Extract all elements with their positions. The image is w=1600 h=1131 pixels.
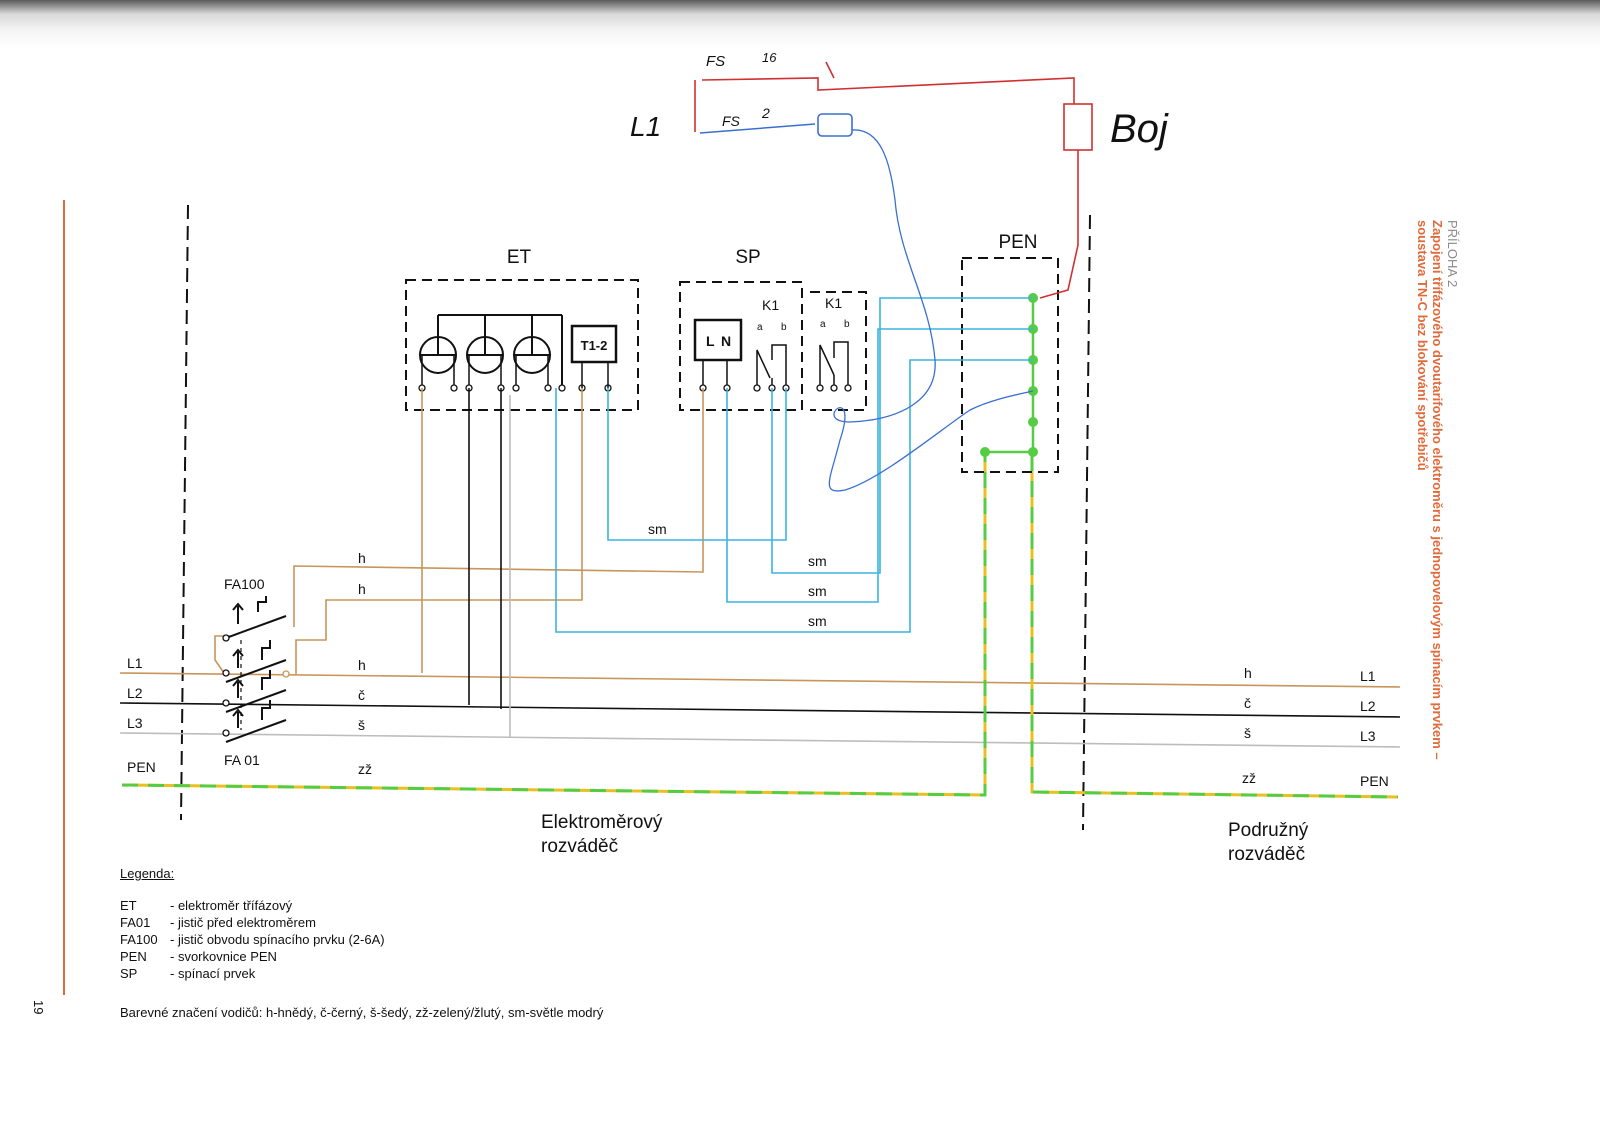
panel-divider bbox=[1082, 214, 1091, 831]
et-block bbox=[405, 279, 639, 411]
legend-item: FA01 - jistič před elektroměrem bbox=[120, 915, 316, 930]
handwritten-boiler: Boj bbox=[1110, 107, 1169, 151]
sp-ln-box bbox=[693, 318, 743, 362]
handwritten-blue-box bbox=[817, 113, 853, 137]
wire-label-c-left: č bbox=[358, 687, 365, 703]
sp-l-label: L bbox=[706, 333, 715, 349]
handwritten-fs-a: FS bbox=[706, 53, 725, 70]
legend-desc: - svorkovnice PEN bbox=[170, 949, 277, 964]
wire-pen-left-yellow bbox=[121, 455, 987, 797]
annex-header: PŘÍLOHA 2 Zapojení třífázového dvoutarif… bbox=[1415, 220, 1460, 840]
legend-code: PEN bbox=[120, 949, 147, 964]
wire-label-sm2: sm bbox=[808, 553, 827, 569]
brown-wires bbox=[214, 388, 704, 674]
k1-right-contact-a: a bbox=[820, 319, 826, 330]
legend-desc: - spínací prvek bbox=[170, 966, 256, 981]
pen-terminals bbox=[980, 293, 1038, 457]
k1-right-frame bbox=[810, 291, 867, 411]
breaker-fa01 bbox=[225, 640, 287, 743]
color-note: Barevné značení vodičů: h-hnědý, č-černý… bbox=[120, 1005, 604, 1020]
meter-element-1 bbox=[419, 336, 457, 374]
right-l3-label: L3 bbox=[1360, 728, 1376, 744]
pen-busbar bbox=[985, 298, 1035, 454]
black-wires bbox=[468, 388, 502, 709]
et-label: ET bbox=[507, 247, 532, 268]
meter-element-2 bbox=[466, 315, 504, 374]
pen-label: PEN bbox=[998, 232, 1037, 253]
legend-desc: - jistič před elektroměrem bbox=[170, 915, 316, 930]
legend-desc: - elektroměr třífázový bbox=[170, 898, 293, 913]
right-l1-label: L1 bbox=[1360, 668, 1376, 684]
sub-panel-caption-2: rozváděč bbox=[1228, 844, 1305, 865]
k1-left-label: K1 bbox=[762, 297, 779, 313]
wire-pen-left-green bbox=[121, 455, 987, 797]
handwritten-red-circuit bbox=[694, 61, 1093, 299]
legend-item: ET - elektroměr třífázový bbox=[120, 898, 292, 913]
meter-panel-left-boundary bbox=[180, 204, 189, 821]
handwritten-blue-wire bbox=[828, 129, 1034, 492]
sp-label: SP bbox=[735, 247, 760, 268]
meter-panel-caption-1: Elektroměrový bbox=[541, 812, 663, 833]
k1-left-contact-a: a bbox=[757, 322, 763, 333]
sub-panel-caption-1: Podružný bbox=[1228, 820, 1309, 841]
right-pen-label: PEN bbox=[1360, 773, 1389, 789]
legend-item: PEN - svorkovnice PEN bbox=[120, 949, 277, 964]
k1-left-contact-b: b bbox=[781, 322, 787, 333]
annex-title-line1: Zapojení třífázového dvoutarifového elek… bbox=[1430, 220, 1445, 760]
wire-pen-right-green bbox=[1030, 455, 1399, 799]
handwritten-num-b: 2 bbox=[761, 105, 770, 121]
legend-title: Legenda: bbox=[120, 866, 175, 881]
handwritten-l1: L1 bbox=[630, 111, 661, 142]
legend-code: FA100 bbox=[120, 932, 158, 947]
wire-label-h1: h bbox=[358, 550, 366, 566]
page-number: 19 bbox=[31, 1000, 46, 1014]
pen-block bbox=[961, 257, 1059, 473]
left-l3-label: L3 bbox=[127, 715, 143, 731]
legend-code: FA01 bbox=[120, 915, 151, 930]
wire-l2-black bbox=[119, 702, 1401, 718]
legend-code: ET bbox=[120, 898, 137, 913]
tariff-relay-label: T1-2 bbox=[581, 338, 608, 353]
right-l2-label: L2 bbox=[1360, 698, 1376, 714]
left-l1-label: L1 bbox=[127, 655, 143, 671]
k1-right-contact bbox=[819, 341, 849, 388]
wire-label-c-right: č bbox=[1244, 695, 1251, 711]
wire-l3-gray bbox=[119, 732, 1401, 748]
k1-right-contact-b: b bbox=[844, 319, 850, 330]
wire-l1-brown bbox=[119, 672, 1401, 688]
legend-desc: - jistič obvodu spínacího prvku (2-6A) bbox=[170, 932, 385, 947]
legend-item: SP - spínací prvek bbox=[120, 966, 255, 981]
annex-title-line2: soustava TN-C bez blokování spotřebičů bbox=[1415, 220, 1430, 471]
wire-label-h2: h bbox=[358, 581, 366, 597]
handwritten-num-a: 16 bbox=[762, 50, 777, 65]
k1-right-label: K1 bbox=[825, 295, 842, 311]
wire-label-sm4: sm bbox=[808, 613, 827, 629]
wire-label-s-right: š bbox=[1244, 725, 1251, 741]
annex-label: PŘÍLOHA 2 bbox=[1445, 220, 1460, 288]
tariff-relay-box bbox=[570, 324, 618, 364]
fa100-label: FA100 bbox=[224, 576, 265, 592]
sp-block bbox=[679, 281, 803, 411]
wire-label-zz-right: zž bbox=[1242, 770, 1256, 786]
wire-label-zz-left: zž bbox=[358, 761, 372, 777]
wire-label-sm3: sm bbox=[808, 583, 827, 599]
fa01-label: FA 01 bbox=[224, 752, 260, 768]
wire-label-sm1: sm bbox=[648, 521, 667, 537]
legend-code: SP bbox=[120, 966, 138, 981]
wire-label-h3: h bbox=[358, 657, 366, 673]
wire-label-s-left: š bbox=[358, 717, 365, 733]
left-l2-label: L2 bbox=[127, 685, 143, 701]
sp-n-label: N bbox=[721, 333, 731, 349]
breaker-fa100 bbox=[225, 596, 287, 639]
handwritten-fs-b: FS bbox=[722, 113, 741, 129]
k1-left-contact bbox=[756, 344, 787, 388]
legend-item: FA100 - jistič obvodu spínacího prvku (2-… bbox=[120, 932, 385, 947]
meter-element-3 bbox=[513, 315, 551, 374]
meter-panel-caption-2: rozváděč bbox=[541, 836, 618, 857]
wire-label-h-right: h bbox=[1244, 665, 1252, 681]
left-pen-label: PEN bbox=[127, 759, 156, 775]
